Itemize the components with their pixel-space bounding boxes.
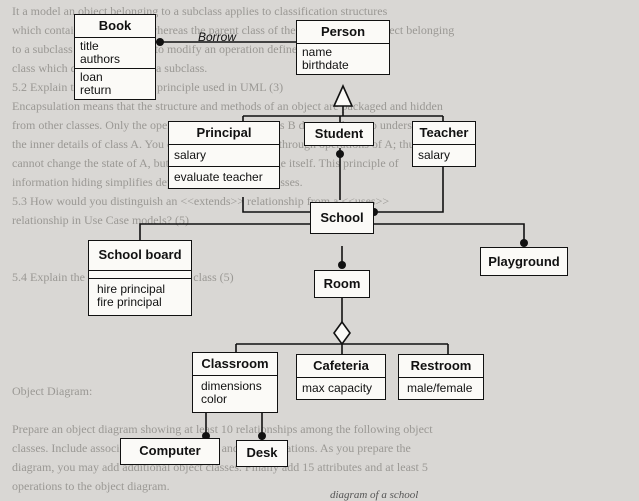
operation: evaluate teacher	[174, 170, 263, 184]
multiplicity-dot	[520, 239, 528, 247]
class-name: Cafeteria	[297, 355, 385, 378]
attribute: name	[302, 45, 333, 59]
class-name: School	[320, 210, 364, 225]
class-person[interactable]: Person name birthdate	[296, 20, 390, 75]
multiplicity-dot	[258, 432, 266, 440]
operation: loan	[80, 70, 103, 84]
class-name: Person	[297, 21, 389, 44]
school-playground-line	[374, 223, 525, 244]
operation: fire principal	[97, 295, 162, 309]
background-text-line: operations to the object diagram.	[12, 479, 170, 493]
class-name: Restroom	[399, 355, 483, 378]
school-board-line	[139, 223, 310, 240]
attribute: male/female	[407, 381, 473, 395]
attribute-section: salary	[169, 145, 279, 167]
attribute-section: title authors	[75, 38, 155, 69]
class-classroom[interactable]: Classroom dimensions color	[192, 352, 278, 413]
class-name: Book	[75, 15, 155, 38]
class-name: Room	[323, 276, 361, 291]
class-room[interactable]: Room	[314, 270, 370, 298]
attribute: title	[80, 39, 99, 53]
class-name: Playground	[488, 254, 560, 269]
attribute: birthdate	[302, 58, 349, 72]
class-school[interactable]: School	[310, 202, 374, 234]
attribute: authors	[80, 52, 121, 66]
multiplicity-dot	[338, 261, 346, 269]
teacher-school-line	[374, 158, 444, 213]
attribute: max capacity	[302, 381, 373, 395]
operation-section: hire principal fire principal	[89, 279, 191, 315]
attribute: dimensions	[201, 379, 262, 393]
attribute-section: salary	[413, 145, 475, 166]
class-restroom[interactable]: Restroom male/female	[398, 354, 484, 400]
attribute-section: max capacity	[297, 378, 385, 399]
class-principal[interactable]: Principal salary evaluate teacher	[168, 121, 280, 189]
background-text-line: 5.3 How would you distinguish an <<exten…	[12, 194, 390, 208]
class-desk[interactable]: Desk	[236, 440, 288, 467]
attribute-section: name birthdate	[297, 44, 389, 74]
attribute-section: male/female	[399, 378, 483, 399]
handwritten-caption: diagram of a school	[330, 489, 419, 501]
generalization-triangle	[332, 84, 354, 107]
attribute: color	[201, 392, 228, 406]
attribute: salary	[174, 148, 207, 162]
operation-section: evaluate teacher	[169, 167, 279, 188]
background-text-line: Prepare an object diagram showing at lea…	[12, 422, 433, 436]
aggregation-diamond	[333, 320, 351, 346]
class-book[interactable]: Book title authors loan return	[74, 14, 156, 100]
class-teacher[interactable]: Teacher salary	[412, 121, 476, 167]
attribute: salary	[418, 148, 451, 162]
class-name: Computer	[139, 443, 201, 458]
class-playground[interactable]: Playground	[480, 247, 568, 276]
class-name: School board	[89, 241, 191, 271]
principal-school-line	[242, 197, 310, 213]
multiplicity-dot	[336, 150, 344, 158]
attribute-section: dimensions color	[193, 376, 277, 412]
class-student[interactable]: Student	[304, 122, 374, 146]
class-name: Principal	[169, 122, 279, 145]
background-text-line: Object Diagram:	[12, 384, 93, 398]
operation-section: loan return	[75, 69, 155, 99]
empty-attribute-section	[89, 271, 191, 279]
class-name: Desk	[246, 445, 278, 460]
operation: return	[80, 83, 112, 97]
class-name: Teacher	[413, 122, 475, 145]
operation: hire principal	[97, 282, 166, 296]
class-computer[interactable]: Computer	[120, 438, 220, 465]
class-name: Student	[314, 126, 364, 141]
multiplicity-dot	[156, 38, 164, 46]
background-text-line: diagram, you may add additional object c…	[12, 460, 428, 474]
class-cafeteria[interactable]: Cafeteria max capacity	[296, 354, 386, 400]
class-name: Classroom	[193, 353, 277, 376]
class-school-board[interactable]: School board hire principal fire princip…	[88, 240, 192, 316]
borrow-association-label: Borrow	[198, 30, 237, 44]
